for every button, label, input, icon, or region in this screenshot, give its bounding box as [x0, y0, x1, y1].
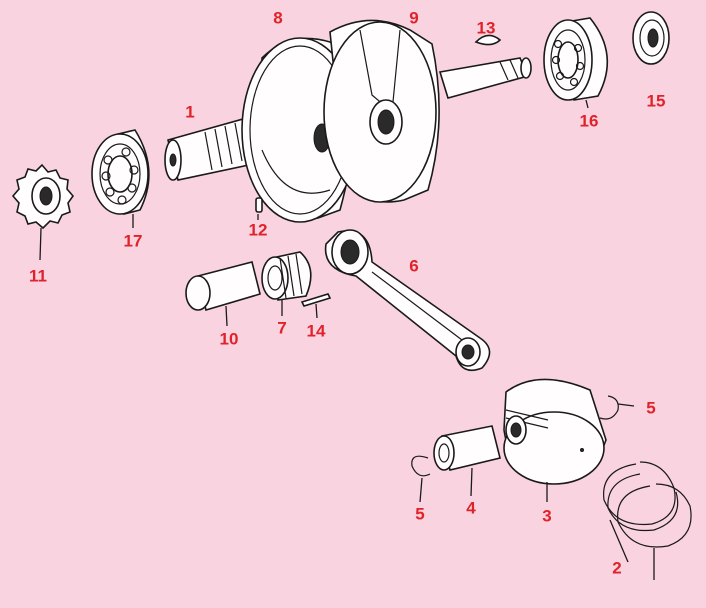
label-8: 8 — [273, 8, 283, 28]
crank-pin-part — [185, 261, 261, 312]
label-14: 14 — [306, 321, 326, 341]
label-1: 1 — [185, 102, 195, 122]
label-2: 2 — [612, 558, 622, 578]
label-3: 3 — [542, 506, 552, 526]
connecting-rod-part — [324, 229, 491, 372]
sprocket-part — [11, 163, 75, 230]
piston-part — [503, 378, 607, 485]
circlip-left-part — [411, 455, 431, 477]
label-6: 6 — [409, 256, 419, 276]
leader-lines — [39, 99, 655, 580]
label-11: 11 — [29, 266, 47, 286]
ball-bearing-right-part — [543, 17, 609, 101]
label-5-right: 5 — [646, 398, 656, 418]
label-4: 4 — [466, 498, 476, 518]
label-10: 10 — [219, 329, 239, 349]
piston-pin-part — [433, 425, 501, 471]
crankshaft-right-shaft — [438, 57, 532, 99]
label-9: 9 — [409, 8, 419, 28]
needle-pin-part — [300, 293, 332, 307]
label-15: 15 — [646, 91, 666, 111]
label-7: 7 — [277, 318, 287, 338]
ball-bearing-left-part — [91, 129, 150, 216]
piston-rings-part — [603, 461, 692, 548]
label-16: 16 — [579, 111, 599, 131]
needle-bearing-part — [261, 251, 312, 301]
oil-seal-part — [632, 11, 670, 65]
label-12: 12 — [248, 220, 268, 240]
label-5-left: 5 — [415, 504, 425, 524]
circlip-right-part — [599, 395, 619, 420]
label-17: 17 — [123, 231, 143, 251]
flywheel-right-part — [323, 19, 440, 203]
small-key-part — [255, 197, 263, 213]
woodruff-key-part — [474, 34, 502, 46]
label-13: 13 — [476, 18, 496, 38]
